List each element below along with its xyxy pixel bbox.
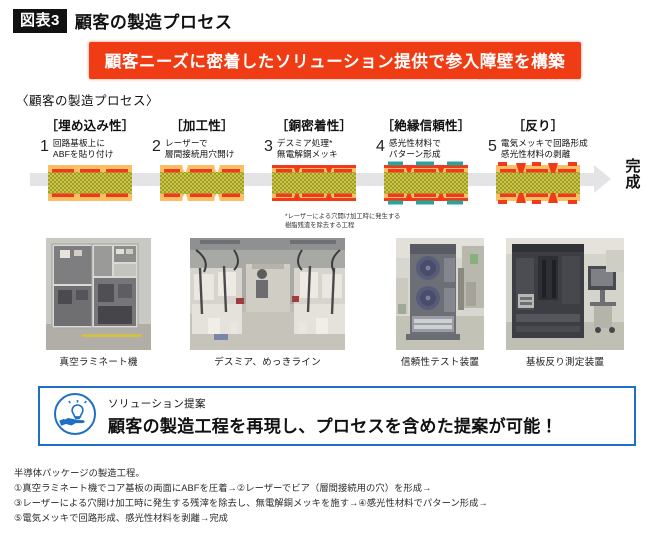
page-title: 顧客の製造プロセス (74, 13, 233, 32)
cross-section-diagram-5 (496, 162, 580, 204)
step-number-1: 1 (40, 138, 49, 155)
solution-proposal-box: ソリューション提案 顧客の製造工程を再現し、プロセスを含めた提案が可能！ (38, 386, 636, 446)
photo-warpage-measurement-equipment (506, 238, 624, 350)
step-number-5: 5 (488, 138, 497, 155)
step-number-2: 2 (152, 138, 161, 155)
photo-caption-1: 真空ラミネート機 (59, 357, 138, 368)
step-description-4: 感光性材料で パターン形成 (388, 138, 442, 160)
solution-headline: 顧客の製造工程を再現し、プロセスを含めた提案が可能！ (108, 416, 558, 436)
process-step-4: ［絶縁信頼性］ 4 感光性材料で パターン形成 (370, 115, 482, 205)
cross-section-diagram-2 (160, 165, 244, 201)
key-message-banner: 顧客ニーズに密着したソリューション提供で参入障壁を構築 (88, 42, 582, 79)
final-state-label: 完成 (625, 158, 641, 192)
step-description-3: デスミア処理* 無電解銅メッキ (276, 138, 338, 160)
photo-cell-laminator: 真空ラミネート機 (46, 238, 151, 368)
photo-vacuum-laminator (46, 238, 151, 350)
cross-section-diagram-3 (272, 165, 356, 201)
step-description-2: レーザーで 層間接続用穴開け (164, 138, 235, 160)
process-step-2: ［加工性］ 2 レーザーで 層間接続用穴開け (146, 115, 258, 201)
step-number-4: 4 (376, 138, 385, 155)
step-category-3: ［銅密着性］ (275, 119, 353, 133)
section-label: 〈顧客の製造プロセス〉 (16, 94, 160, 108)
equipment-photos: 真空ラミネート機 (0, 238, 670, 373)
page-header: 図表3 顧客の製造プロセス (0, 0, 670, 33)
process-step-3: ［銅密着性］ 3 デスミア処理* 無電解銅メッキ (258, 115, 370, 201)
banner-container: 顧客ニーズに密着したソリューション提供で参入障壁を構築 (0, 42, 670, 79)
process-step-5: ［反り］ 5 電気メッキで回路形成 感光性材料の剥離 (482, 115, 594, 204)
caption-line-1: 半導体パッケージの製造工程。 (14, 468, 145, 478)
photo-reliability-test-equipment (396, 238, 484, 350)
photo-caption-2: デスミア、めっきライン (214, 357, 321, 368)
photo-cell-reliability-tester: 信頼性テスト装置 (396, 238, 484, 368)
photo-cell-desmear-line: デスミア、めっきライン (190, 238, 345, 368)
caption-line-4: ⑤電気メッキで回路形成、感光性材料を剥離→完成 (14, 513, 229, 524)
photo-cell-warpage-measure: 基板反り測定装置 (506, 238, 624, 368)
photo-caption-3: 信頼性テスト装置 (400, 357, 480, 368)
figure-badge: 図表3 (13, 8, 67, 33)
cross-section-diagram-4 (384, 161, 468, 205)
cross-section-diagram-1 (48, 165, 132, 201)
step-category-2: ［加工性］ (170, 119, 234, 133)
step-category-5: ［反り］ (512, 119, 564, 133)
step-category-4: ［絶縁信頼性］ (381, 119, 471, 133)
step-category-1: ［埋め込み性］ (45, 119, 135, 133)
process-diagram: 完成 ［埋め込み性］ 1 回路基板上に ABFを貼り付け (0, 115, 670, 235)
caption-line-3: ③レーザーによる穴開け加工時に発生する残滓を除去し、無電解銅メッキを施す→④感光… (14, 498, 488, 509)
photo-desmear-plating-line (190, 238, 345, 350)
process-step-1: ［埋め込み性］ 1 回路基板上に ABFを貼り付け (34, 115, 146, 201)
bottom-caption: 半導体パッケージの製造工程。 ①真空ラミネート機でコア基板の両面にABFを圧着→… (14, 466, 659, 526)
process-footnote: *レーザーによる穴開け加工時に発生する 樹脂残渣を除去する工程 (285, 213, 401, 229)
caption-line-2: ①真空ラミネート機でコア基板の両面にABFを圧着→②レーザーでビア（層間接続用の… (14, 483, 432, 494)
step-description-1: 回路基板上に ABFを貼り付け (52, 138, 114, 160)
photo-caption-4: 基板反り測定装置 (525, 357, 605, 368)
step-description-5: 電気メッキで回路形成 感光性材料の剥離 (500, 138, 588, 160)
hand-lightbulb-icon (53, 392, 97, 441)
solution-label: ソリューション提案 (108, 397, 206, 410)
flow-arrow-icon (594, 165, 611, 193)
process-steps: ［埋め込み性］ 1 回路基板上に ABFを貼り付け (34, 115, 594, 205)
step-number-3: 3 (264, 138, 273, 155)
